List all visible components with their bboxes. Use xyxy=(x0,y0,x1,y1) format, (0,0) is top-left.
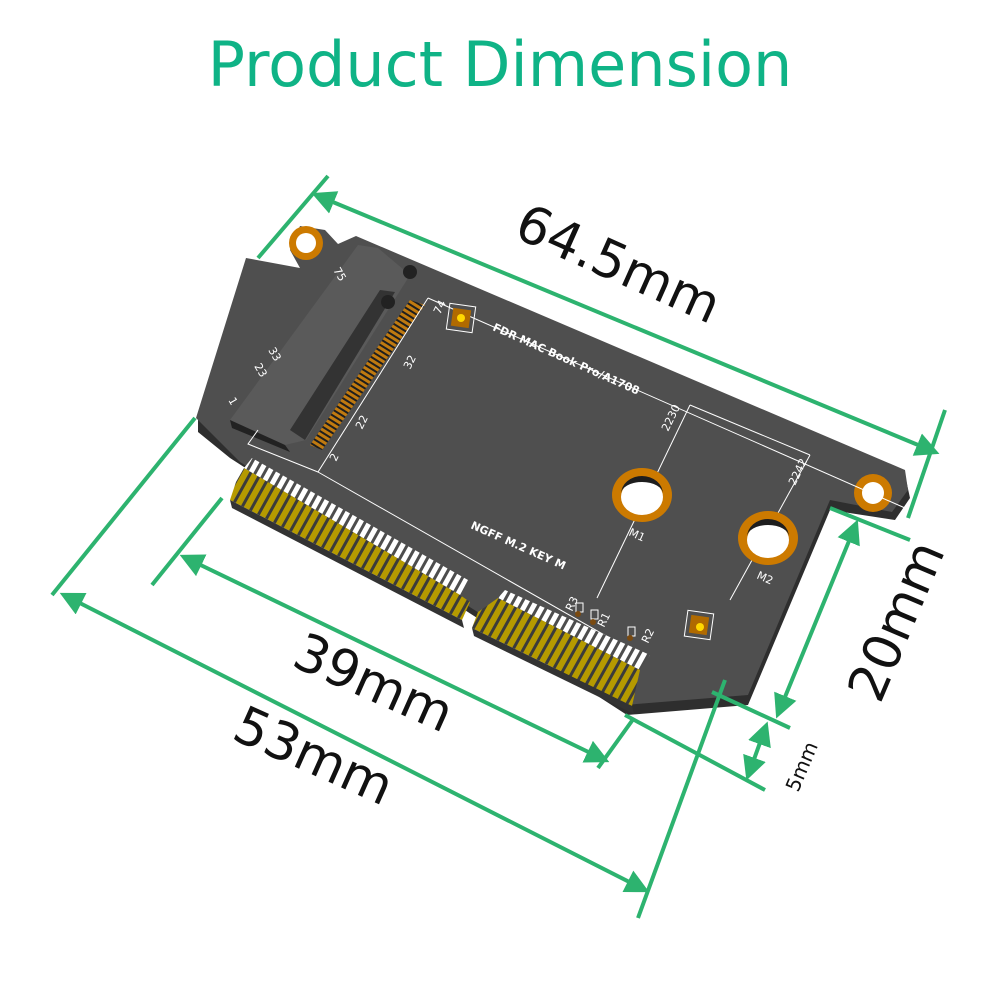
pin-33-label: 33 xyxy=(265,345,283,364)
mount-hole-m2 xyxy=(738,511,798,565)
mount-m2-label: M2 xyxy=(755,569,775,588)
pin-2-label: 2 xyxy=(327,451,342,463)
mount-m1-label: M1 xyxy=(627,526,647,545)
square-pad-bottom xyxy=(683,609,715,641)
dimension-20mm-label: 20mm xyxy=(837,532,958,710)
pin-23-label: 23 xyxy=(251,361,269,380)
dimension-5mm-label: 5mm xyxy=(781,738,823,795)
dimension-lines xyxy=(50,174,947,919)
mount-hole-m1 xyxy=(612,468,672,522)
page-title: Product Dimension xyxy=(207,28,793,101)
